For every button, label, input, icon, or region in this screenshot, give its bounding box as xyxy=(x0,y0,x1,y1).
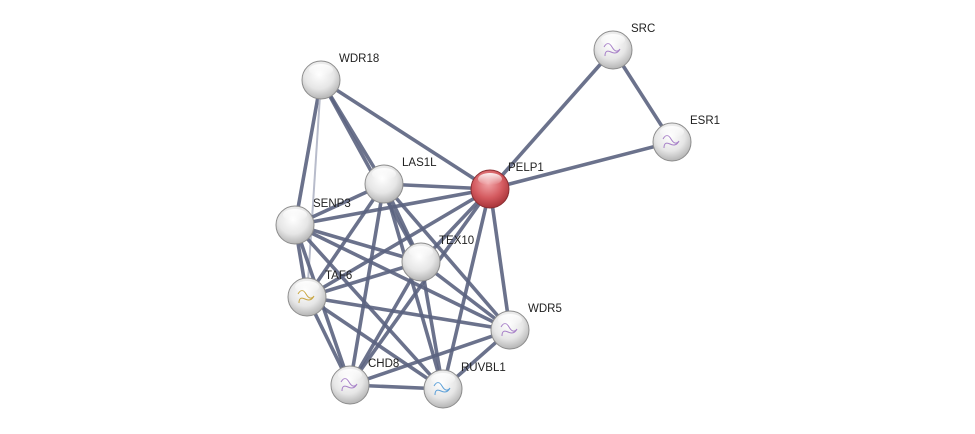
node-label: WDR18 xyxy=(339,53,379,65)
node-ruvbl1[interactable]: RUVBL1 xyxy=(423,362,506,409)
edge-wdr18-senp3[interactable] xyxy=(293,79,323,226)
edge-pelp1-wdr5[interactable] xyxy=(488,188,512,331)
edge-las1l-chd8[interactable] xyxy=(348,183,386,386)
edge-pelp1-ruvbl1[interactable] xyxy=(441,188,492,390)
node-las1l[interactable]: LAS1L xyxy=(364,157,437,204)
node-label: WDR5 xyxy=(528,303,562,315)
edge-pelp1-taf6[interactable] xyxy=(306,187,491,299)
edge-taf6-wdr5[interactable] xyxy=(306,295,511,332)
node-wdr18[interactable]: WDR18 xyxy=(301,53,379,100)
node-highlight xyxy=(309,64,333,76)
edge-senp3-wdr5[interactable] xyxy=(294,223,511,332)
edge-taf6-ruvbl1[interactable] xyxy=(305,295,445,391)
node-highlight xyxy=(295,281,319,293)
node-highlight xyxy=(409,246,433,258)
edge-wdr18-taf6[interactable] xyxy=(306,79,322,298)
edge-tex10-ruvbl1[interactable] xyxy=(419,261,445,390)
node-highlight xyxy=(283,209,307,221)
edge-las1l-wdr5[interactable] xyxy=(382,182,512,332)
node-label: TEX10 xyxy=(439,235,474,247)
node-highlight xyxy=(498,314,522,326)
node-label: SRC xyxy=(631,23,655,35)
edge-wdr18-pelp1[interactable] xyxy=(320,78,491,191)
node-label: ESR1 xyxy=(690,115,720,127)
node-highlight xyxy=(431,373,455,385)
node-wdr5[interactable]: WDR5 xyxy=(490,303,562,350)
node-highlight xyxy=(372,168,396,180)
node-esr1[interactable]: ESR1 xyxy=(652,115,720,162)
edge-chd8-wdr5[interactable] xyxy=(349,328,511,387)
node-taf6[interactable]: TAF6 xyxy=(287,270,352,317)
node-highlight xyxy=(338,369,362,381)
node-highlight xyxy=(478,173,502,185)
node-senp3[interactable]: SENP3 xyxy=(275,198,351,245)
node-src[interactable]: SRC xyxy=(593,23,655,70)
edge-senp3-tex10[interactable] xyxy=(294,223,422,264)
node-label: PELP1 xyxy=(508,162,544,174)
node-label: RUVBL1 xyxy=(461,362,506,374)
node-label: SENP3 xyxy=(313,198,351,210)
node-label: LAS1L xyxy=(402,157,437,169)
node-highlight xyxy=(601,34,625,46)
node-chd8[interactable]: CHD8 xyxy=(330,358,399,405)
node-pelp1[interactable]: PELP1 xyxy=(470,162,544,209)
node-tex10[interactable]: TEX10 xyxy=(401,235,474,282)
edge-pelp1-senp3[interactable] xyxy=(294,187,491,227)
node-label: TAF6 xyxy=(325,270,352,282)
node-label: CHD8 xyxy=(368,358,399,370)
edge-tex10-chd8[interactable] xyxy=(348,261,423,386)
edge-tex10-taf6[interactable] xyxy=(306,260,422,299)
node-highlight xyxy=(660,126,684,138)
edge-src-pelp1[interactable] xyxy=(488,48,615,191)
edge-esr1-pelp1[interactable] xyxy=(489,140,673,191)
